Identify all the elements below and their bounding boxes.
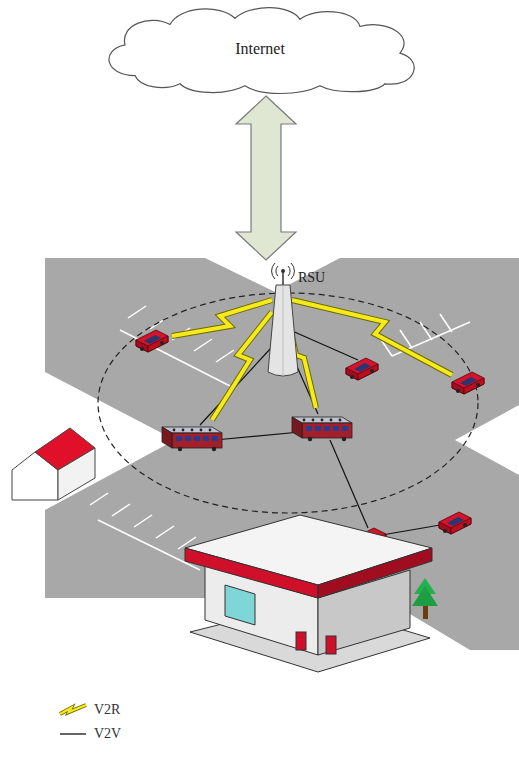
legend: V2R V2V <box>58 698 121 746</box>
rsu-node: RSU <box>262 262 336 378</box>
legend-sample <box>58 702 88 718</box>
bus <box>162 427 222 451</box>
tree <box>412 578 438 619</box>
cloud-shape <box>109 8 414 94</box>
car <box>452 372 484 394</box>
legend-label: V2R <box>94 702 120 718</box>
bolt-sample-outline <box>60 705 86 714</box>
legend-label: V2V <box>94 726 121 742</box>
cloud-node: Internet <box>95 4 425 94</box>
block-arrow <box>236 96 296 260</box>
v2v-links <box>200 330 446 535</box>
house <box>12 428 95 500</box>
legend-sample <box>58 726 88 742</box>
car <box>136 330 168 352</box>
cloud-label: Internet <box>235 40 285 58</box>
legend-item: V2R <box>58 698 121 722</box>
bus <box>292 417 352 441</box>
rsu-tower <box>268 263 298 376</box>
line-sample <box>60 733 86 734</box>
car <box>439 512 471 534</box>
car <box>346 358 378 380</box>
gas-station <box>185 515 432 672</box>
v2r-bolts <box>172 300 452 420</box>
unit-label: RSU <box>298 270 325 286</box>
bolt-sample <box>60 705 86 714</box>
legend-item: V2V <box>58 722 121 746</box>
